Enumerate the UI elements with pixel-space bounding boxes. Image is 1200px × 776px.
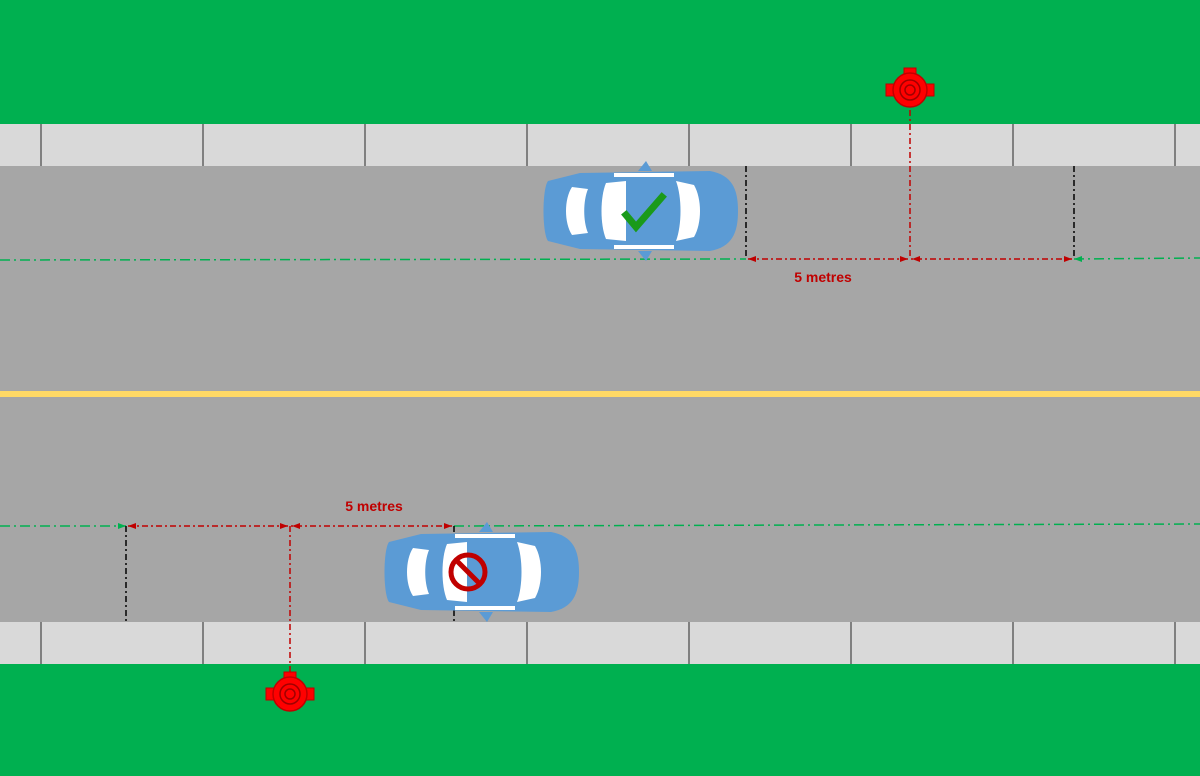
top-sidewalk	[0, 124, 1200, 166]
top-distance-label: 5 metres	[794, 269, 852, 285]
bottom-measurement	[128, 525, 452, 676]
bottom-measurement-arrowheads	[128, 523, 452, 529]
checkmark-icon	[621, 192, 667, 233]
bottom-allowed-arrowhead	[118, 523, 126, 529]
top-measurement	[748, 110, 1072, 260]
top-allowed-arrowhead	[1074, 256, 1082, 262]
top-allowed-zone-line	[0, 257, 1200, 261]
top-grass	[0, 0, 1200, 124]
bottom-sidewalk	[0, 622, 1200, 664]
bottom-car-not-allowed	[384, 522, 579, 622]
bottom-allowed-zone-line	[0, 523, 1200, 527]
bottom-distance-label: 5 metres	[345, 498, 403, 514]
center-line	[0, 391, 1200, 397]
top-car-allowed	[543, 161, 738, 261]
no-parking-icon	[448, 552, 488, 592]
top-measurement-arrowheads	[748, 256, 1072, 262]
bottom-grass	[0, 664, 1200, 776]
